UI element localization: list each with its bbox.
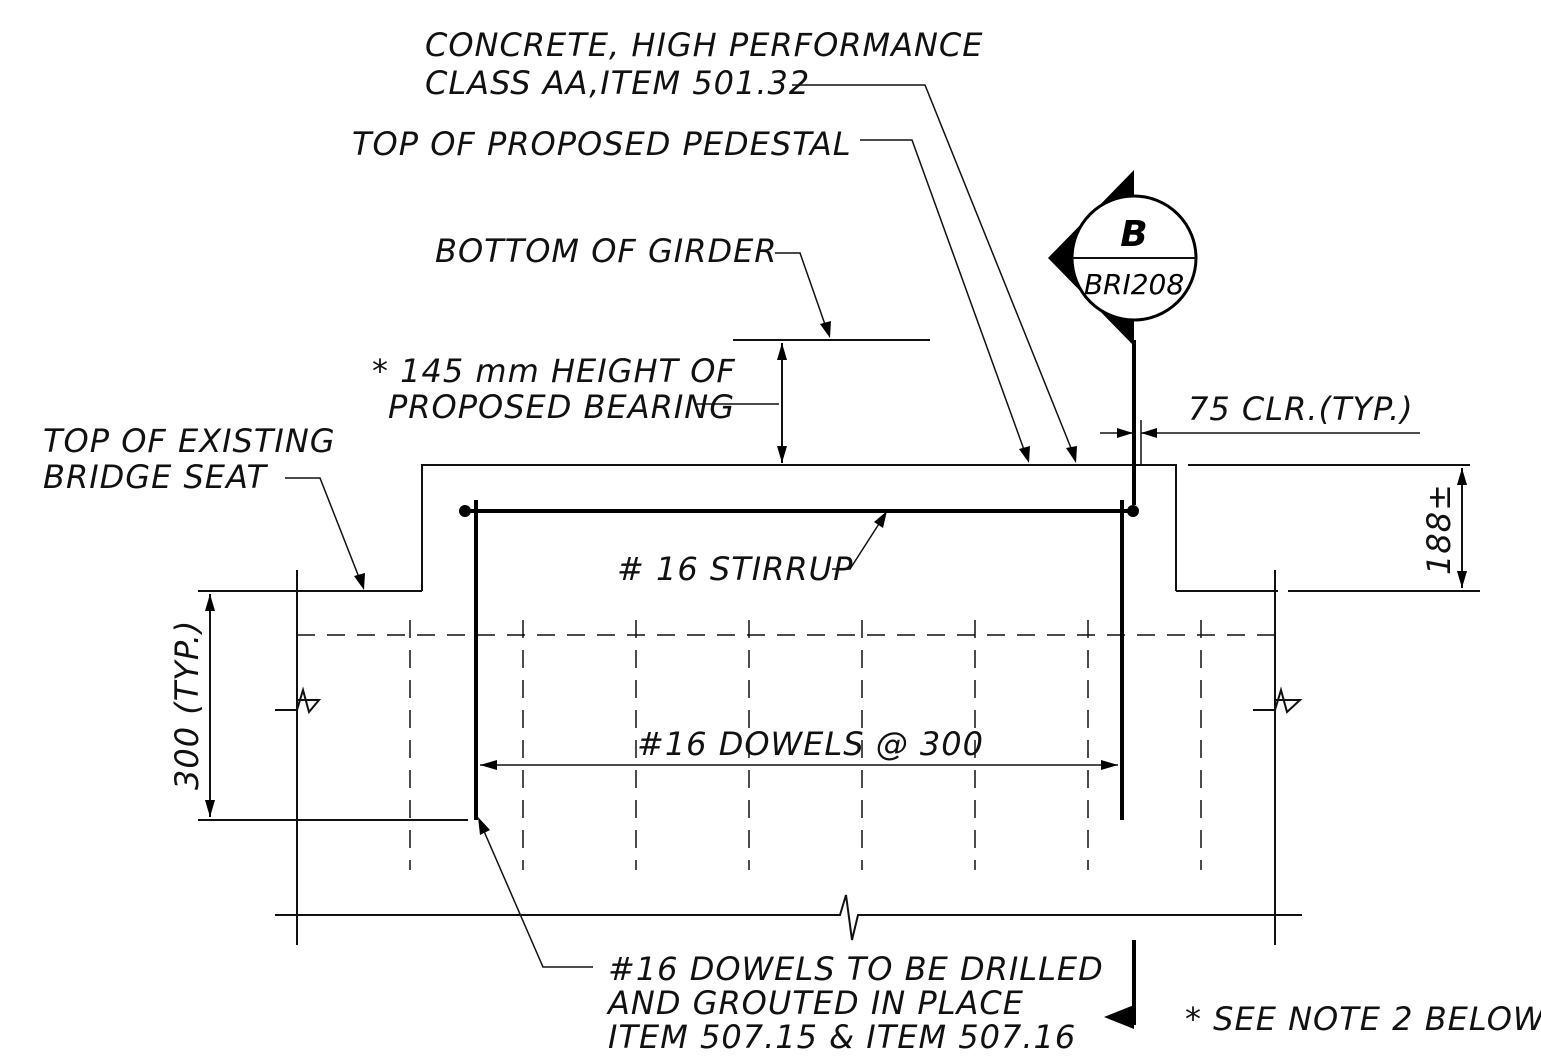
concrete-label-line1: CONCRETE, HIGH PERFORMANCE xyxy=(425,26,983,64)
dowel-spacing-dimension xyxy=(480,760,1118,770)
concrete-label-line2: CLASS AA,ITEM 501.32 xyxy=(425,64,810,102)
dowels-note-line1: #16 DOWELS TO BE DRILLED xyxy=(608,950,1104,988)
proposed-pedestal xyxy=(421,464,1177,591)
bottom-girder-label: BOTTOM OF GIRDER xyxy=(435,232,778,270)
existing-seat-label-line2: BRIDGE SEAT xyxy=(43,458,269,496)
bearing-label-line1: * 145 mm HEIGHT OF xyxy=(372,352,736,390)
pedestal-height-dimension xyxy=(1188,464,1470,588)
clearance-dimension xyxy=(1100,420,1420,505)
dowel-depth-dimension xyxy=(198,590,468,821)
girder-bearing-dimension xyxy=(733,339,930,463)
section-letter: B xyxy=(1120,214,1147,255)
existing-bridge-seat xyxy=(275,570,1480,945)
section-sheet: BRI208 xyxy=(1084,268,1184,301)
see-note-label: * SEE NOTE 2 BELOW xyxy=(1185,1000,1541,1038)
leader-lines xyxy=(285,84,1077,968)
existing-reinforcement-dashed xyxy=(297,620,1275,870)
dowels-note-line3: ITEM 507.15 & ITEM 507.16 xyxy=(608,1018,1076,1056)
dowel-depth-label: 300 (TYP.) xyxy=(168,620,206,790)
section-cut-line xyxy=(1104,340,1136,1029)
top-pedestal-label: TOP OF PROPOSED PEDESTAL xyxy=(352,125,852,163)
stirrup-rebar xyxy=(459,500,1139,820)
clearance-label: 75 CLR.(TYP.) xyxy=(1188,390,1414,428)
stirrup-label: # 16 STIRRUP xyxy=(617,550,853,588)
existing-seat-label-line1: TOP OF EXISTING xyxy=(43,422,336,460)
dowels-note-line2: AND GROUTED IN PLACE xyxy=(606,984,1024,1022)
labels: CONCRETE, HIGH PERFORMANCE CLASS AA,ITEM… xyxy=(43,26,1541,1056)
section-marker: B BRI208 xyxy=(1048,170,1198,346)
height-dim-label: 188± xyxy=(1420,483,1458,575)
bearing-label-line2: PROPOSED BEARING xyxy=(388,388,735,426)
dowels-spacing-label: #16 DOWELS @ 300 xyxy=(637,725,984,763)
